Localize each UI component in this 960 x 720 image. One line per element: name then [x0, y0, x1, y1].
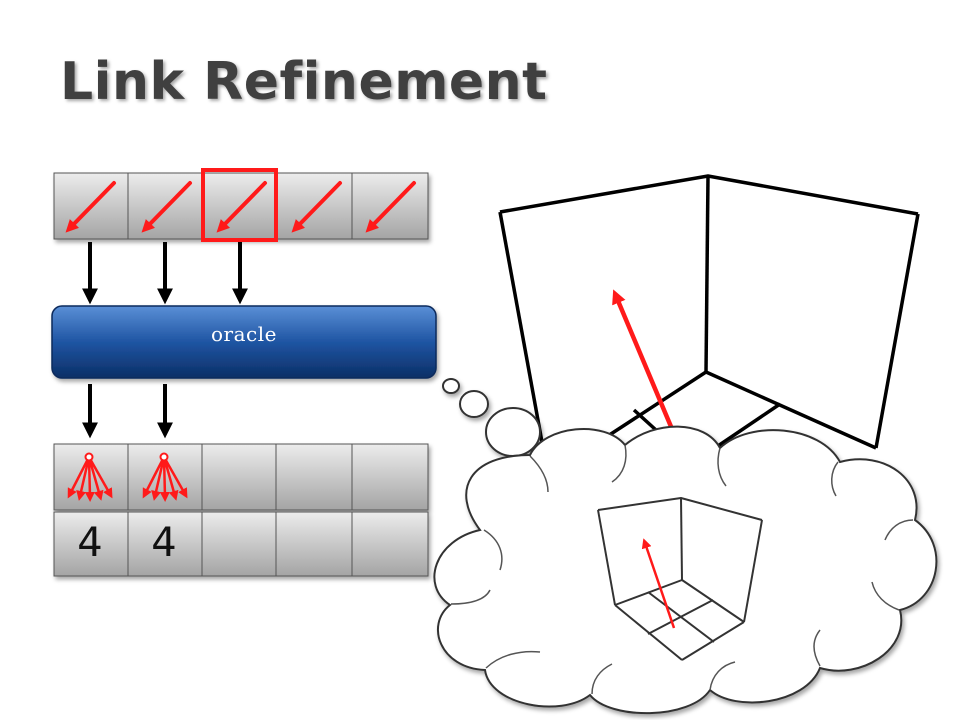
refined-links-fan-icon	[142, 452, 188, 502]
candidate-link-arrow-icon	[141, 181, 192, 233]
candidate-link-arrow-icon	[365, 181, 416, 233]
input-arrows	[82, 242, 248, 305]
small-room-wireframe	[597, 497, 763, 661]
cloud-inner-contours	[450, 444, 914, 695]
count-cell-bg	[53, 511, 129, 577]
refined-cell[interactable]	[351, 443, 429, 511]
thought-cloud	[433, 425, 938, 715]
candidate-link-arrow-icon	[65, 181, 116, 233]
thought-bubble-dots	[442, 378, 541, 457]
candidate-link-arrows	[65, 181, 416, 233]
candidate-link-arrow-icon	[291, 181, 342, 233]
count-cell-bg	[127, 511, 203, 577]
small-room-link-arrow-icon	[641, 538, 676, 629]
count-cell-bg	[201, 511, 277, 577]
output-arrows	[82, 384, 173, 439]
count-cell-bg	[275, 511, 353, 577]
oracle-box[interactable]	[51, 305, 437, 379]
room-wireframe	[498, 174, 920, 477]
refined-grid	[53, 443, 429, 577]
count-cell-bg	[351, 511, 429, 577]
refined-cell[interactable]	[201, 443, 277, 511]
refined-cell[interactable]	[275, 443, 353, 511]
refined-links-fan-icon	[67, 452, 113, 502]
room-link-arrow-icon	[612, 289, 683, 449]
selected-candidate-highlight	[201, 168, 278, 242]
slide-title: Link Refinement	[60, 52, 548, 112]
candidate-link-arrow-icon	[216, 181, 267, 233]
